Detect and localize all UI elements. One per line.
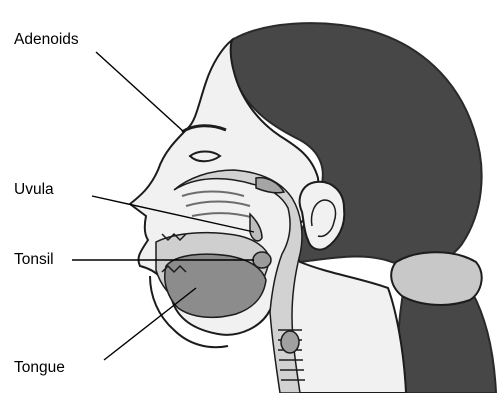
scrunchie bbox=[391, 252, 481, 305]
tonsil-label: Tonsil bbox=[14, 251, 54, 268]
adenoids-label: Adenoids bbox=[14, 31, 79, 48]
tonsil bbox=[253, 252, 271, 268]
adenoids-leader-line bbox=[96, 52, 184, 132]
uvula-label: Uvula bbox=[14, 181, 54, 198]
tongue-leader-line bbox=[104, 288, 196, 360]
tongue-label: Tongue bbox=[14, 359, 65, 376]
eye bbox=[190, 152, 220, 162]
